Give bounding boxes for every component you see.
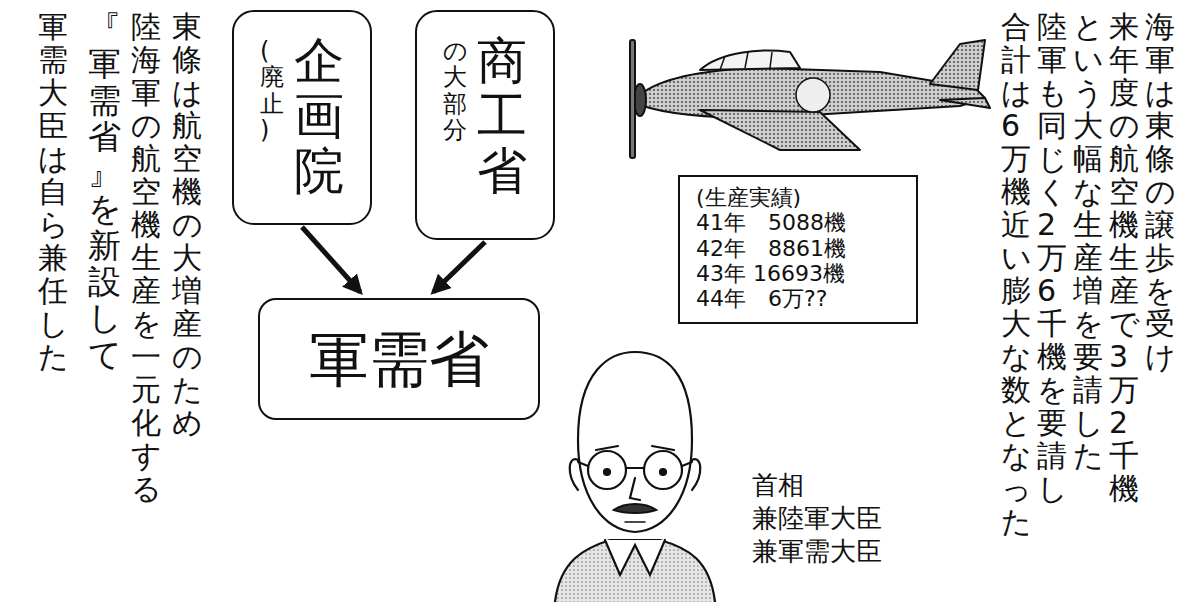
caption-line: 首相	[752, 470, 804, 501]
caption-line: 兼軍需大臣	[752, 536, 882, 567]
box-title: 商工省	[477, 34, 527, 199]
narration-column: 東條は航空機の大増産のため	[172, 10, 202, 439]
table-box: (生産実績)41年 5088機42年 8861機43年 16693機44年 6万…	[678, 175, 918, 324]
narration-column: 『軍需省』を新設して	[88, 10, 121, 373]
ministry-box: 商工省の大部分	[415, 10, 555, 240]
box-note: 42年 8861機	[696, 236, 900, 261]
box-title: 軍需省	[309, 326, 489, 392]
agency-box: 企画院 (廃止)	[232, 10, 372, 225]
box-title: 企画院	[294, 34, 344, 199]
narration-column: 来年度の航空機生産で3万2千機	[1109, 10, 1139, 505]
box-note: の大部分	[443, 38, 467, 144]
portrait	[555, 352, 715, 602]
arrow-connector	[433, 242, 485, 292]
caption-line: 兼陸軍大臣	[752, 503, 882, 534]
narration-column: 軍需大臣は自ら兼任した	[38, 10, 68, 373]
narration-column: という大幅な生産増を要請した	[1073, 10, 1103, 472]
box-note: 44年 6万??	[696, 286, 900, 311]
box-title: (生産実績)	[696, 185, 900, 210]
narration-column: 合計は6万機近い膨大な数となった	[1001, 10, 1031, 538]
narration-column: 海軍は東條の譲歩を受け	[1145, 10, 1175, 373]
narration-column: 陸軍も同じく2万6千機を要請し	[1037, 10, 1067, 505]
box-note: (廃止)	[260, 38, 284, 144]
target-box: 軍需省	[258, 298, 540, 420]
narration-column: 陸海軍の航空機生産を一元化する	[131, 10, 161, 505]
box-note: 43年 16693機	[696, 261, 900, 286]
arrow-connector	[302, 227, 360, 292]
box-note: 41年 5088機	[696, 210, 900, 235]
airplane	[630, 40, 990, 158]
